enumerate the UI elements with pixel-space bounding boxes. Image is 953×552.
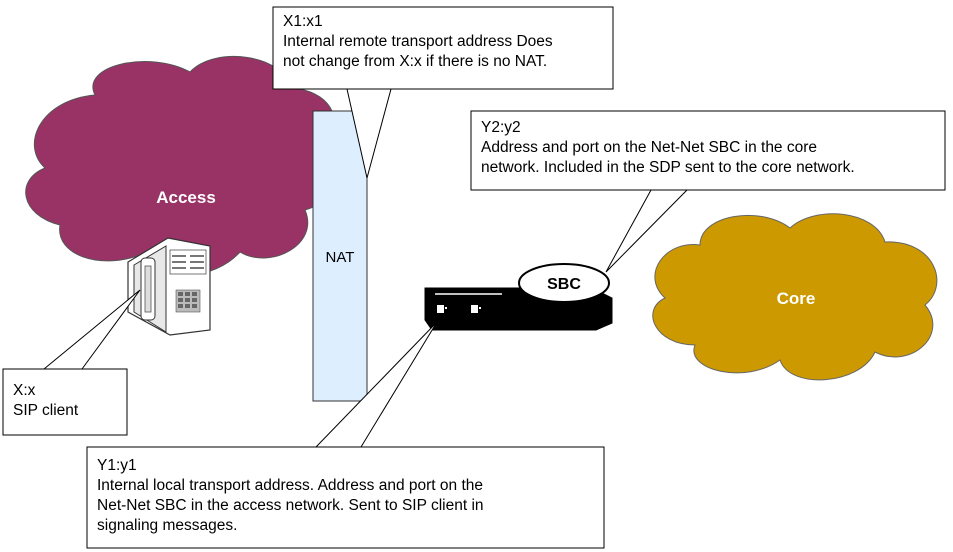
callout-y2y2-line: network. Included in the SDP sent to the… [481, 159, 855, 176]
callout-y2y2-pointer [605, 189, 688, 273]
callout-x1x1-line: Internal remote transport address Does [283, 33, 553, 50]
callout-xx-title: X:x [13, 382, 36, 399]
access-cloud [25, 56, 342, 276]
callout-y1y1-pointer [315, 321, 438, 448]
callout-xx-line: SIP client [13, 402, 79, 419]
callout-y1y1-line: Net-Net SBC in the access network. Sent … [97, 497, 484, 514]
callout-y1y1-line: signaling messages. [97, 517, 238, 534]
telephone-icon [127, 237, 211, 336]
callout-x1x1-pointer [346, 88, 392, 179]
callout-x1x1-title: X1:x1 [283, 13, 323, 30]
callout-y2y2-line: Address and port on the Net-Net SBC in t… [481, 139, 818, 156]
callout-y2y2-title: Y2:y2 [481, 119, 521, 136]
callout-x1x1-line: not change from X:x if there is no NAT. [283, 53, 548, 70]
callout-y1y1-text: Y1:y1 Internal local transport address. … [97, 456, 484, 536]
core-cloud-label: Core [777, 289, 816, 308]
callout-y1y1-title: Y1:y1 [97, 457, 137, 474]
nat-label: NAT [326, 249, 355, 266]
callout-xx-box [2, 368, 128, 436]
sbc-appliance-icon [424, 263, 613, 331]
access-cloud-label: Access [156, 188, 216, 207]
core-cloud [652, 213, 938, 381]
callout-x1x1-text: X1:x1 Internal remote transport address … [283, 12, 553, 72]
callout-xx-text: X:x SIP client [13, 381, 78, 421]
nat-box [312, 110, 368, 402]
callout-x1x1-box [272, 6, 614, 90]
callout-xx-pointer [43, 289, 141, 370]
sbc-label: SBC [547, 276, 581, 293]
callout-y2y2-box [470, 110, 946, 191]
callout-y1y1-box [86, 446, 605, 549]
callout-y1y1-line: Internal local transport address. Addres… [97, 477, 484, 494]
callout-y2y2-text: Y2:y2 Address and port on the Net-Net SB… [481, 118, 855, 178]
